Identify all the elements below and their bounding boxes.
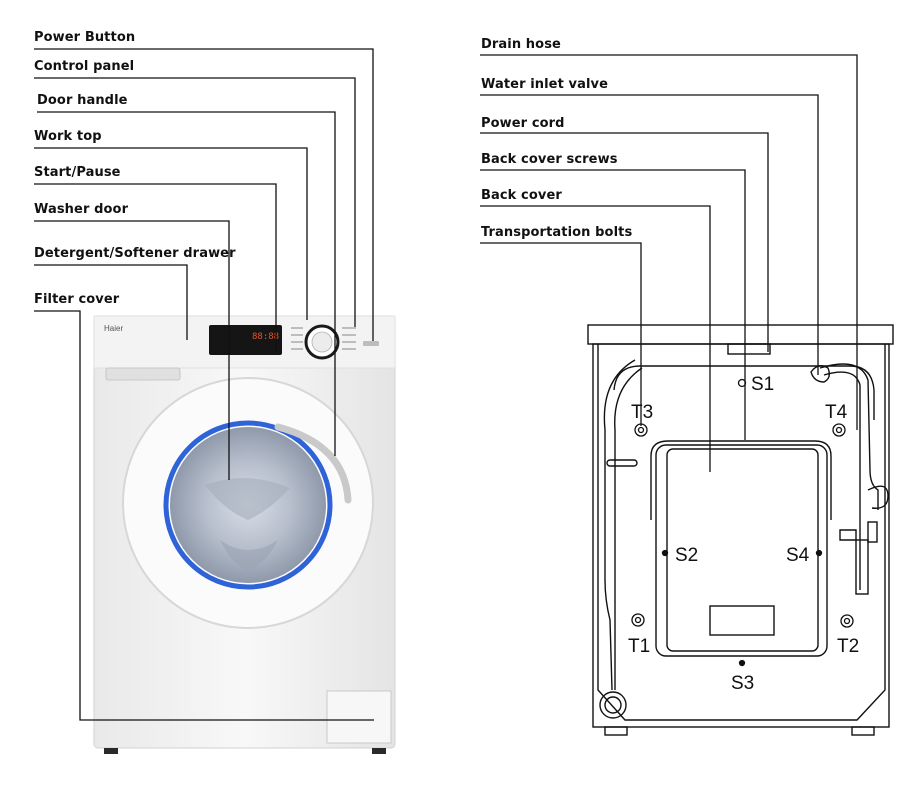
mark-s1: S1 <box>751 374 775 395</box>
leader-transportation-bolts <box>480 242 642 426</box>
control-panel-display: 88:88 <box>252 332 279 342</box>
transport-bolt-t2 <box>840 614 854 628</box>
label-door-handle: Door handle <box>37 93 128 108</box>
mark-s4: S4 <box>786 545 810 566</box>
back-upper-frame <box>613 365 875 420</box>
label-power-button: Power Button <box>34 30 136 45</box>
back-washer <box>587 324 894 736</box>
back-cover-surround <box>650 440 832 520</box>
label-control-panel: Control panel <box>34 59 135 74</box>
mark-t4: T4 <box>825 402 848 423</box>
label-power-cord: Power cord <box>481 116 565 131</box>
leader-detergent-drawer <box>34 264 188 340</box>
mark-s3: S3 <box>731 673 755 694</box>
drain-hose <box>819 363 879 510</box>
front-foot-right <box>372 748 386 754</box>
transport-bolt-t3-core <box>637 426 645 434</box>
drum-lifter-lower <box>220 540 278 570</box>
label-washer-door: Washer door <box>34 202 129 217</box>
leader-washer-door <box>34 220 230 480</box>
power-button[interactable] <box>363 341 379 346</box>
filter-cover[interactable] <box>326 690 392 744</box>
control-panel-display-area <box>209 325 282 355</box>
leader-door-handle <box>37 111 336 456</box>
power-cord-coil-inner <box>604 696 622 714</box>
transport-bolt-t4 <box>832 423 846 437</box>
leader-drain-hose <box>480 54 858 430</box>
label-work-top: Work top <box>34 129 102 144</box>
label-back-cover: Back cover <box>481 188 562 203</box>
front-washer: Haier 88:88 <box>93 315 396 754</box>
label-detergent-drawer: Detergent/Softener drawer <box>34 246 236 261</box>
program-labels-left <box>291 327 303 350</box>
program-knob-center <box>311 331 333 353</box>
screw-s4 <box>815 549 823 557</box>
drain-hose-hook <box>867 485 889 509</box>
drain-hose-inner <box>823 371 861 590</box>
machine-brand-logo: Haier <box>104 324 123 333</box>
leader-filter-cover <box>34 310 374 721</box>
back-foot-left <box>604 726 628 736</box>
transport-bolt-t1 <box>631 613 645 627</box>
leader-control-panel <box>34 77 356 327</box>
label-water-inlet-valve: Water inlet valve <box>481 77 609 92</box>
power-cord-inner <box>614 367 643 690</box>
screw-s2 <box>661 549 669 557</box>
drum-lifter <box>205 478 290 520</box>
label-drain-hose: Drain hose <box>481 37 561 52</box>
transport-bolt-t2-core <box>843 617 851 625</box>
back-leader-lines <box>480 54 858 472</box>
back-foot-right <box>851 726 875 736</box>
transport-bolt-t1-core <box>634 616 642 624</box>
drain-hose-lower <box>855 539 869 595</box>
mark-t3: T3 <box>631 402 654 423</box>
label-filter-cover: Filter cover <box>34 292 120 307</box>
leader-work-top <box>34 147 308 320</box>
door-blue-ring <box>163 420 333 590</box>
mark-t2: T2 <box>837 636 860 657</box>
label-transportation-bolts: Transportation bolts <box>481 225 633 240</box>
screw-s3 <box>738 659 746 667</box>
water-inlet-valve <box>810 365 831 383</box>
leader-back-cover <box>480 205 711 472</box>
program-labels-right <box>342 327 356 350</box>
front-leader-lines <box>34 48 374 721</box>
label-start-pause: Start/Pause <box>34 165 121 180</box>
power-cord <box>603 359 636 691</box>
leader-water-inlet-valve <box>480 94 819 375</box>
back-cover-inner <box>666 448 819 652</box>
back-top-recess <box>727 343 771 355</box>
back-top-plate <box>587 324 894 345</box>
leader-power-cord <box>480 132 769 352</box>
door-handle[interactable] <box>274 423 352 504</box>
back-label-plate <box>709 605 775 636</box>
mark-t1: T1 <box>628 636 651 657</box>
leader-power-button <box>34 48 374 341</box>
leader-start-pause <box>34 183 277 352</box>
back-cover <box>655 444 828 657</box>
power-cord-coil <box>599 691 627 719</box>
power-cord-clip <box>606 459 638 467</box>
drain-hose-clip <box>867 521 878 543</box>
back-inner-frame <box>597 344 886 721</box>
transport-bolt-t4-core <box>835 426 843 434</box>
front-foot-left <box>104 748 118 754</box>
drain-hose-bracket <box>839 529 857 541</box>
detergent-drawer-handle <box>105 367 181 381</box>
rear-fasteners <box>631 378 854 667</box>
leader-back-cover-screws <box>480 169 746 440</box>
label-back-cover-screws: Back cover screws <box>481 152 618 167</box>
mark-s2: S2 <box>675 545 699 566</box>
